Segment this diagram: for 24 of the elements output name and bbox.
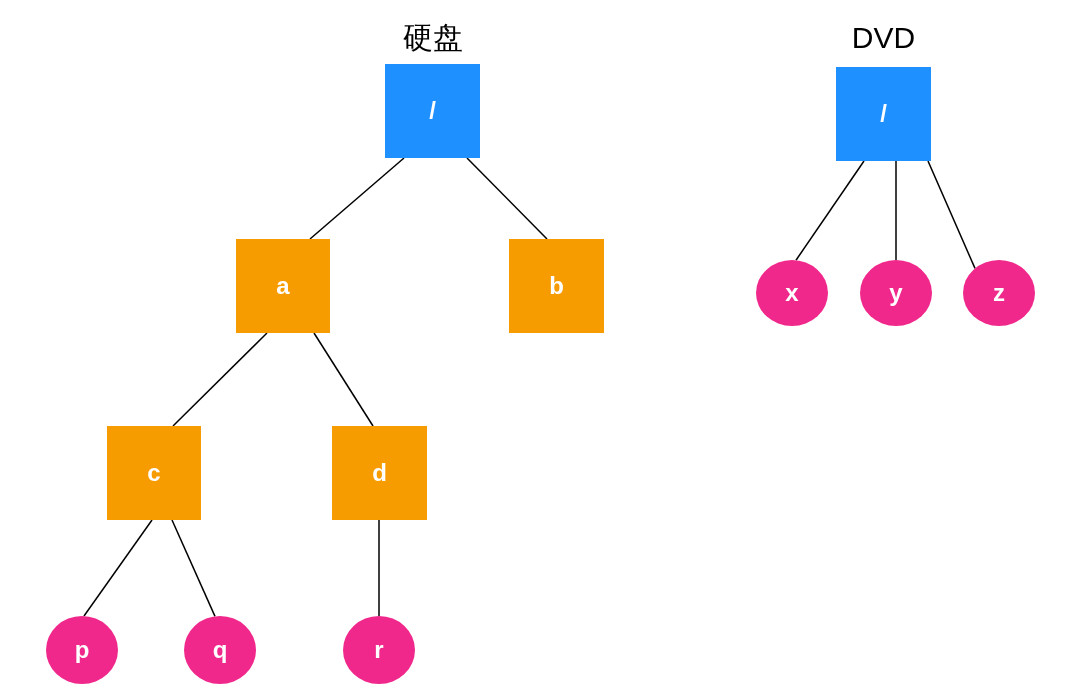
tree-heading: 硬盘 bbox=[402, 20, 463, 56]
file-circle: x bbox=[756, 260, 828, 326]
folder-box: / bbox=[385, 64, 480, 158]
file-circle: y bbox=[860, 260, 932, 326]
tree-line bbox=[795, 160, 865, 261]
file-circle: p bbox=[46, 616, 118, 684]
tree-line bbox=[313, 332, 374, 427]
tree-line bbox=[927, 160, 976, 270]
file-circle: z bbox=[963, 260, 1035, 326]
tree-line bbox=[171, 519, 216, 618]
tree-line bbox=[466, 157, 548, 240]
file-circle: q bbox=[184, 616, 256, 684]
folder-box: d bbox=[332, 426, 427, 520]
tree-line bbox=[83, 519, 153, 617]
folder-box: a bbox=[236, 239, 330, 333]
tree-line bbox=[895, 160, 897, 261]
folder-box: c bbox=[107, 426, 201, 520]
tree-line bbox=[378, 519, 380, 617]
folder-box: b bbox=[509, 239, 604, 333]
tree-line bbox=[172, 332, 268, 427]
tree-line bbox=[309, 157, 405, 240]
folder-box: / bbox=[836, 67, 931, 161]
file-circle: r bbox=[343, 616, 415, 684]
tree-heading: DVD bbox=[851, 21, 916, 55]
